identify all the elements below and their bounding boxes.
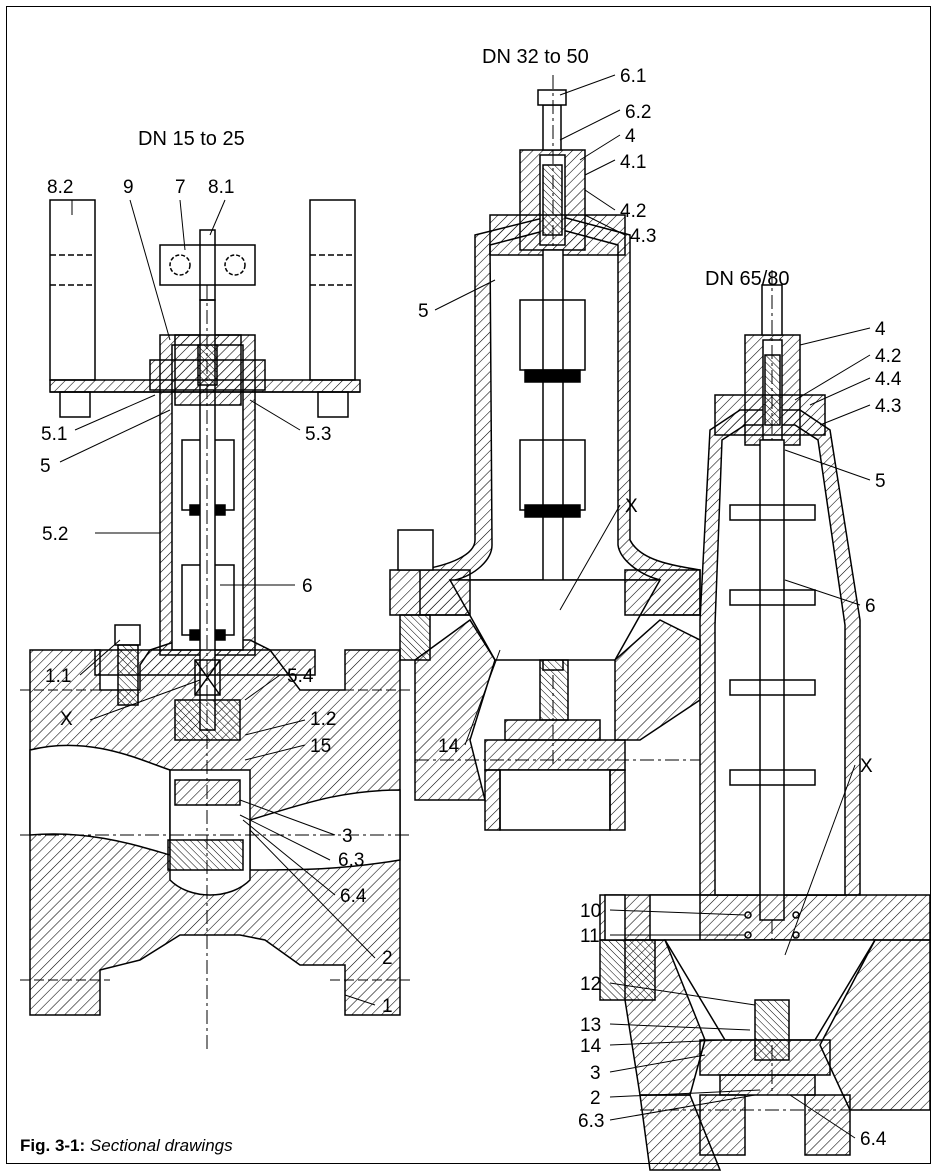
figure-frame (6, 6, 931, 1164)
label-13-right: 13 (580, 1015, 601, 1036)
title-dn15-25: DN 15 to 25 (138, 128, 245, 150)
label-2-right: 2 (590, 1088, 601, 1109)
label-8-2: 8.2 (47, 177, 73, 198)
label-6-2: 6.2 (625, 102, 651, 123)
label-4-4-right: 4.4 (875, 369, 902, 390)
label-5-mid: 5 (418, 301, 429, 322)
figure-caption: Fig. 3-1: Sectional drawings (20, 1136, 233, 1156)
label-x-right: X (860, 756, 873, 777)
label-11-right: 11 (580, 926, 600, 947)
label-5-2: 5.2 (42, 524, 68, 545)
label-7: 7 (175, 177, 186, 198)
label-1: 1 (382, 996, 393, 1017)
label-x: X (60, 709, 73, 730)
label-1-2: 1.2 (310, 709, 336, 730)
label-14-right: 14 (580, 1036, 602, 1057)
label-6-3: 6.3 (338, 850, 364, 871)
label-12-right: 12 (580, 974, 601, 995)
label-4-2: 4.2 (620, 201, 646, 222)
figure-number: Fig. 3-1: (20, 1136, 86, 1155)
title-dn32-50: DN 32 to 50 (482, 46, 589, 68)
label-9: 9 (123, 177, 134, 198)
figure-caption-text: Sectional drawings (89, 1136, 233, 1155)
label-8-1: 8.1 (208, 177, 234, 198)
label-4-1: 4.1 (620, 152, 646, 173)
label-6-4-right: 6.4 (860, 1129, 887, 1150)
label-5-right: 5 (875, 471, 886, 492)
label-4-right: 4 (875, 319, 886, 340)
labels-dn32-50: 6.1 6.2 4 4.1 4.2 4.3 5 X 14 (418, 66, 656, 757)
label-6-1: 6.1 (620, 66, 646, 87)
label-6: 6 (302, 576, 313, 597)
labels-dn15-25: 8.2 9 7 8.1 5.1 5 5.2 5.3 6 1.1 5.4 X 1.… (40, 177, 393, 1017)
labels-dn65-80: 4 4.2 4.4 4.3 5 6 X 10 11 12 13 14 3 2 6… (578, 319, 902, 1150)
valve-dn15-25 (20, 199, 410, 1050)
valve-dn32-50 (389, 75, 701, 831)
valve-dn65-80 (599, 270, 931, 1171)
label-2: 2 (382, 948, 393, 969)
label-5: 5 (40, 456, 51, 477)
title-dn65-80: DN 65/80 (705, 268, 790, 290)
label-10-right: 10 (580, 901, 601, 922)
label-5-4: 5.4 (287, 666, 314, 687)
label-6-4: 6.4 (340, 886, 367, 907)
label-3-right: 3 (590, 1063, 601, 1084)
label-5-1: 5.1 (41, 424, 67, 445)
label-15: 15 (310, 736, 331, 757)
label-6-3-right: 6.3 (578, 1111, 604, 1132)
label-5-3: 5.3 (305, 424, 331, 445)
label-4: 4 (625, 126, 636, 147)
label-4-3-right: 4.3 (875, 396, 901, 417)
label-4-2-right: 4.2 (875, 346, 901, 367)
label-3: 3 (342, 826, 353, 847)
label-6-right: 6 (865, 596, 876, 617)
label-1-1: 1.1 (45, 666, 71, 687)
leader-lines (59, 74, 871, 1139)
label-4-3: 4.3 (630, 226, 656, 247)
label-14-mid: 14 (438, 736, 460, 757)
label-x-mid: X (625, 496, 638, 517)
